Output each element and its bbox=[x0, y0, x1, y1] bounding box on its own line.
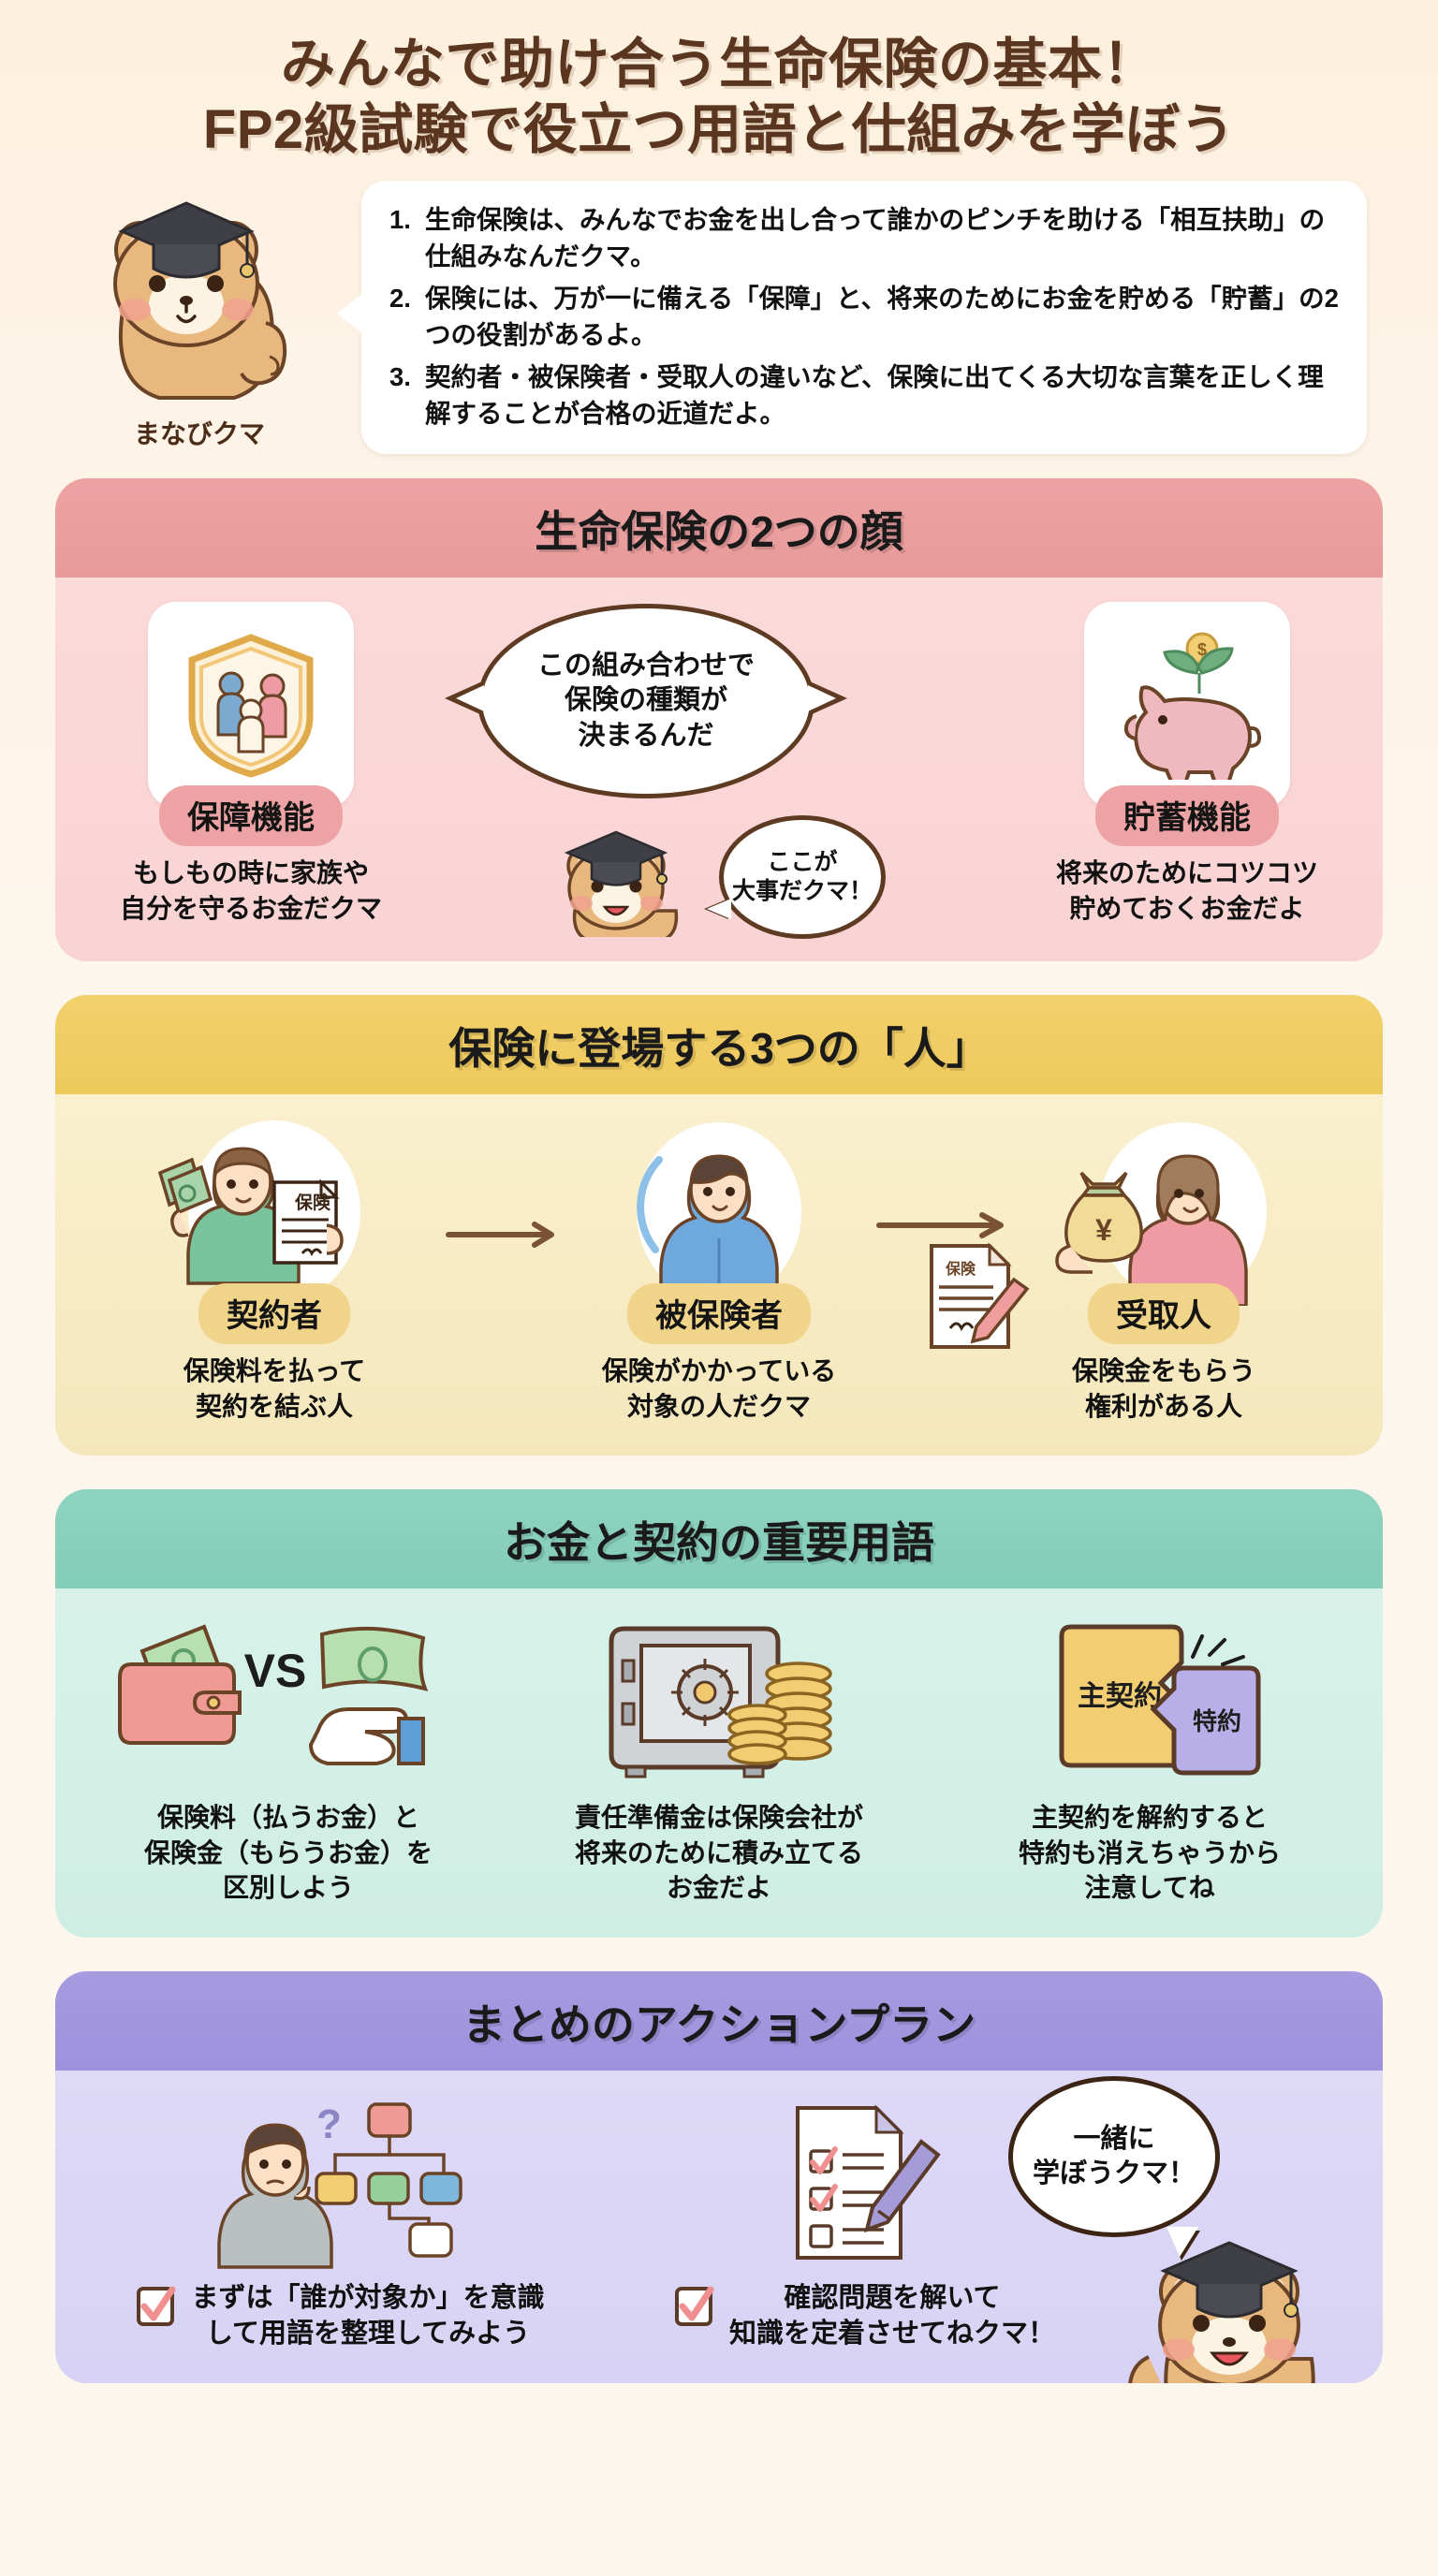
action-check-line: まずは「誰が対象か」を意識 して用語を整理してみよう bbox=[78, 2280, 602, 2352]
intro-list: 生命保険は、みんなでお金を出し合って誰かのピンチを助ける「相互扶助」の仕組みなん… bbox=[386, 201, 1339, 432]
list-item: 契約者・被保険者・受取人の違いなど、保険に出てくる大切な言葉を正しく理解すること… bbox=[389, 359, 1324, 429]
pink-bubbles-group: この組み合わせで 保険の種類が 決まるんだ bbox=[438, 602, 1000, 944]
section-heading: まとめのアクションプラン bbox=[55, 1970, 1383, 2071]
shield-family-icon bbox=[188, 634, 314, 778]
section-body: 保障機能 もしもの時に家族や 自分を守るお金だクマ この組み合わせで 保険の種類… bbox=[55, 578, 1383, 962]
learn-together-bubble: 一緒に 学ぼうクマ！ bbox=[1008, 2075, 1220, 2237]
section-heading: お金と契約の重要用語 bbox=[55, 1489, 1383, 1589]
savings-card: $ 貯蓄機能 将来のためにコツコツ 貯めておくお金だよ bbox=[1014, 602, 1360, 926]
savings-desc: 将来のためにコツコツ 貯めておくお金だよ bbox=[1055, 858, 1318, 923]
section-body: 一緒に 学ぼうクマ！ bbox=[55, 2070, 1383, 2384]
intro-block: まなびクマ 生命保険は、みんなでお金を出し合って誰かのピンチを助ける「相互扶助」… bbox=[0, 179, 1438, 478]
insured-card: 被保険者 保険がかかっている 対象の人だクマ bbox=[522, 1119, 916, 1424]
reserve-desc: 責任準備金は保険会社が 将来のために積み立てる お金だよ bbox=[574, 1803, 863, 1903]
vs-label: VS bbox=[244, 1645, 307, 1697]
page-title: みんなで助け合う生命保険の基本！ FP2級試験で役立つ用語と仕組みを学ぼう bbox=[0, 0, 1438, 162]
premium-vs-benefit-card: VS 保険料（払うお金）と 保険金（もらうお金）を 区別しよう bbox=[78, 1613, 499, 1906]
bear-mascot-icon bbox=[113, 201, 287, 401]
mascot-figure: まなびクマ bbox=[73, 183, 326, 451]
contract-doc-label: 保険 bbox=[945, 1260, 976, 1278]
bear-waving-figure bbox=[1115, 2211, 1358, 2384]
checklist-pen-icon bbox=[602, 2095, 1126, 2273]
piggy-bank-icon: $ bbox=[1123, 632, 1261, 781]
section-body: VS 保険料（払うお金）と 保険金（もらうお金）を 区別しよう bbox=[55, 1588, 1383, 1938]
protection-card: 保障機能 もしもの時に家族や 自分を守るお金だクマ bbox=[78, 602, 424, 926]
bear-mascot-small-icon bbox=[564, 830, 679, 944]
icon-card: $ bbox=[1084, 602, 1290, 809]
title-line-2: FP2級試験で役立つ用語と仕組みを学ぼう bbox=[202, 98, 1236, 160]
svg-text:?: ? bbox=[316, 2101, 342, 2147]
policyholder-label: 契約者 bbox=[198, 1283, 350, 1345]
graduation-cap-icon bbox=[118, 201, 255, 279]
person-moneybag-icon: ¥ bbox=[967, 1119, 1360, 1307]
mini-bear-figure bbox=[550, 825, 700, 944]
list-item: 保険には、万が一に備える「保障」と、将来のためにお金を貯める「貯蓄」の2つの役割… bbox=[389, 280, 1339, 350]
intro-speech-bubble: 生命保険は、みんなでお金を出し合って誰かのピンチを助ける「相互扶助」の仕組みなん… bbox=[337, 181, 1367, 455]
contract-document-icon: 保険 bbox=[930, 1242, 1030, 1350]
section-key-terms: お金と契約の重要用語 VS bbox=[55, 1489, 1383, 1938]
svg-text:保険: 保険 bbox=[294, 1192, 331, 1213]
rider-desc: 主契約を解約すると 特約も消えちゃうから 注意してね bbox=[1018, 1803, 1281, 1903]
protection-desc: もしもの時に家族や 自分を守るお金だクマ bbox=[119, 858, 382, 923]
main-contract-tag: 主契約 bbox=[1078, 1681, 1162, 1712]
beneficiary-label: 受取人 bbox=[1088, 1283, 1240, 1345]
main-contract-rider-icon: 主契約 特約 bbox=[939, 1613, 1360, 1791]
important-bubble: ここが 大事だクマ！ bbox=[719, 815, 886, 940]
action-check-line: 確認問題を解いて 知識を定着させてねクマ！ bbox=[602, 2280, 1126, 2352]
section-two-faces: 生命保険の2つの顔 bbox=[55, 478, 1383, 962]
thinking-person-chart-icon: ? bbox=[78, 2095, 602, 2273]
savings-label: 貯蓄機能 bbox=[1095, 785, 1279, 847]
arrow-right-icon bbox=[446, 1222, 554, 1249]
policyholder-card: 保険 契約者 保険料を払って 契約を結ぶ人 bbox=[78, 1119, 471, 1424]
section-heading: 生命保険の2つの顔 bbox=[55, 478, 1383, 578]
wallet-vs-hand-icon: VS bbox=[78, 1613, 499, 1791]
list-item: 生命保険は、みんなでお金を出し合って誰かのピンチを助ける「相互扶助」の仕組みなん… bbox=[389, 201, 1326, 271]
check-icon bbox=[137, 2286, 176, 2326]
title-line-1: みんなで助け合う生命保険の基本！ bbox=[280, 34, 1157, 95]
beneficiary-card: ¥ 受取人 保険金をもらう 権利がある人 bbox=[967, 1119, 1360, 1424]
svg-text:¥: ¥ bbox=[1095, 1213, 1112, 1247]
person-money-contract-icon: 保険 bbox=[78, 1119, 471, 1306]
insured-label: 被保険者 bbox=[627, 1283, 811, 1345]
section-action-plan: まとめのアクションプラン 一緒に 学ぼうクマ！ bbox=[55, 1970, 1383, 2384]
policyholder-desc: 保険料を払って 契約を結ぶ人 bbox=[183, 1356, 366, 1421]
action-item-2: 確認問題を解いて 知識を定着させてねクマ！ bbox=[602, 2095, 1126, 2352]
arrow-right-icon bbox=[876, 1212, 1004, 1239]
beneficiary-desc: 保険金をもらう 権利がある人 bbox=[1071, 1356, 1255, 1421]
action-item-1-text: まずは「誰が対象か」を意識 して用語を整理してみよう bbox=[191, 2282, 545, 2349]
bear-mascot-icon bbox=[1128, 2241, 1315, 2384]
main-contract-rider-card: 主契約 特約 主契約を解約すると 特約も消えちゃうから 注意してね bbox=[939, 1613, 1360, 1906]
svg-text:$: $ bbox=[1196, 640, 1206, 659]
mascot-name: まなびクマ bbox=[133, 419, 265, 449]
section-three-people: 保険に登場する3つの「人」 bbox=[55, 995, 1383, 1456]
learn-together-text: 一緒に 学ぼうクマ！ bbox=[1032, 2123, 1196, 2188]
graduation-cap-icon bbox=[1160, 2241, 1299, 2319]
combination-bubble: この組み合わせで 保険の種類が 決まるんだ bbox=[445, 604, 847, 799]
icon-card bbox=[148, 602, 354, 809]
premium-desc: 保険料（払うお金）と 保険金（もらうお金）を 区別しよう bbox=[143, 1803, 433, 1903]
check-icon bbox=[674, 2286, 714, 2326]
rider-tag: 特約 bbox=[1193, 1707, 1241, 1735]
section-body: 保険 契約者 保険料を払って 契約を結ぶ人 bbox=[55, 1094, 1383, 1456]
graduation-cap-icon bbox=[564, 830, 668, 886]
person-insured-icon bbox=[522, 1119, 916, 1306]
protection-label: 保障機能 bbox=[159, 785, 343, 847]
action-item-2-text: 確認問題を解いて 知識を定着させてねクマ！ bbox=[728, 2282, 1055, 2349]
safe-coins-icon bbox=[508, 1613, 930, 1791]
combination-bubble-text: この組み合わせで 保険の種類が 決まるんだ bbox=[536, 650, 755, 752]
reserve-card: 責任準備金は保険会社が 将来のために積み立てる お金だよ bbox=[508, 1613, 930, 1906]
action-item-1: ? bbox=[78, 2095, 602, 2352]
insured-desc: 保険がかかっている 対象の人だクマ bbox=[601, 1356, 837, 1421]
section-heading: 保険に登場する3つの「人」 bbox=[55, 995, 1383, 1095]
important-bubble-text: ここが 大事だクマ！ bbox=[731, 848, 873, 905]
